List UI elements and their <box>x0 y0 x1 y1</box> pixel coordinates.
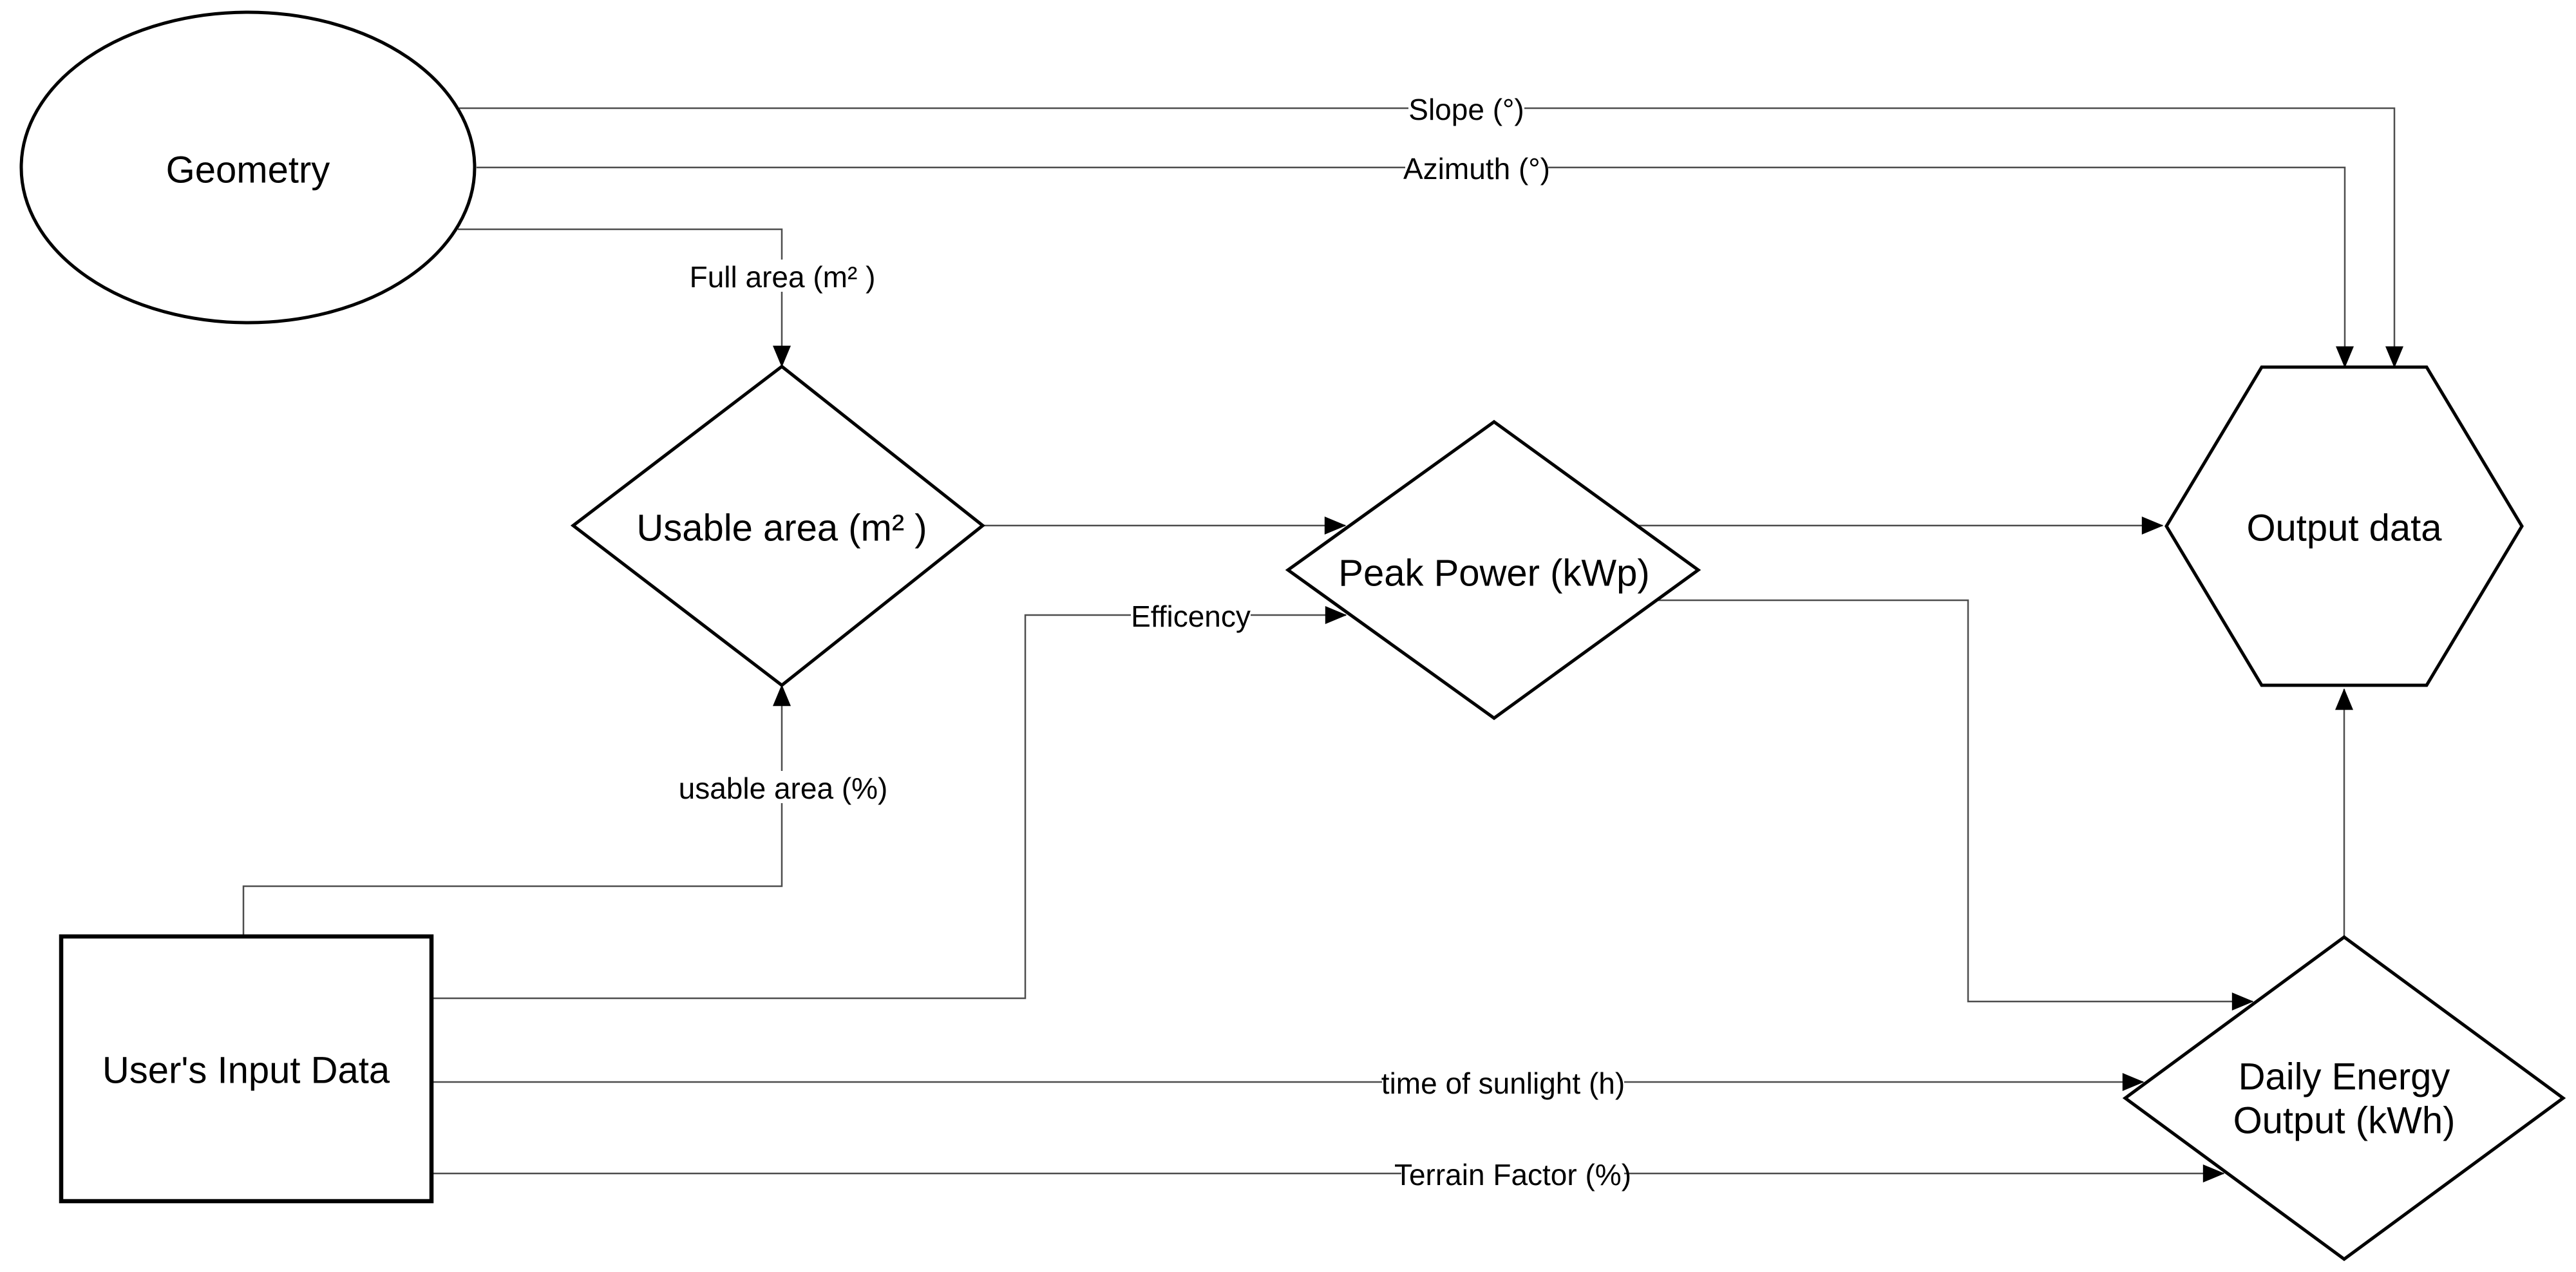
edge-label-full-area: Full area (m² ) <box>690 260 876 294</box>
edge-label-slope: Slope (°) <box>1408 93 1524 126</box>
edge-geometry-to-output-azimuth <box>477 166 2354 368</box>
node-peak-power: Peak Power (kWp) <box>1285 419 1701 721</box>
edge-label-efficency: Efficency <box>1131 600 1251 633</box>
peak-power-label: Peak Power (kWp) <box>1338 553 1649 594</box>
edge-label-bg-efficency <box>1131 599 1251 631</box>
edge-labels: Slope (°) Azimuth (°) Full area (m² ) us… <box>679 92 1631 1191</box>
output-data-hexagon <box>2164 365 2524 687</box>
edge-label-bg-time-of-sunlight <box>1382 1066 1624 1098</box>
edge-geometry-to-usable-area <box>458 228 791 368</box>
node-users-input-data: User's Input Data <box>59 934 434 1204</box>
usable-area-diamond <box>570 364 986 688</box>
edge-label-bg-full-area <box>696 260 869 292</box>
edge-label-bg-usable-area-pct <box>690 771 876 803</box>
edge-label-bg-slope <box>1408 92 1524 124</box>
edge-label-usable-area-pct: usable area (%) <box>679 772 888 805</box>
users-input-data-label: User's Input Data <box>102 1050 390 1092</box>
edge-label-bg-azimuth <box>1405 151 1548 184</box>
peak-power-diamond <box>1285 419 1701 721</box>
users-input-data-rect <box>59 934 434 1204</box>
output-data-label: Output data <box>2246 508 2442 549</box>
edge-label-bg-terrain-factor <box>1401 1157 1624 1190</box>
daily-energy-label-line2: Output (kWh) <box>2233 1100 2456 1142</box>
edges <box>242 107 2403 1182</box>
geometry-label: Geometry <box>166 149 330 191</box>
node-output-data: Output data <box>2164 365 2524 687</box>
usable-area-label: Usable area (m² ) <box>636 508 927 549</box>
daily-energy-label-line1: Daily Energy <box>2239 1056 2450 1098</box>
edge-geometry-to-output-slope <box>459 107 2403 368</box>
node-usable-area: Usable area (m² ) <box>570 364 986 688</box>
edge-label-azimuth: Azimuth (°) <box>1403 152 1550 185</box>
daily-energy-diamond <box>2122 935 2566 1262</box>
nodes: Geometry Usable area (m² ) Peak Power (k… <box>19 10 2566 1262</box>
node-daily-energy-output: Daily Energy Output (kWh) <box>2122 935 2566 1262</box>
geometry-ellipse <box>19 10 477 325</box>
edge-label-terrain-factor: Terrain Factor (%) <box>1394 1158 1631 1191</box>
edge-label-time-of-sunlight: time of sunlight (h) <box>1381 1067 1625 1100</box>
edge-peak-power-to-daily-energy <box>1656 599 2254 1011</box>
node-geometry: Geometry <box>19 10 477 325</box>
